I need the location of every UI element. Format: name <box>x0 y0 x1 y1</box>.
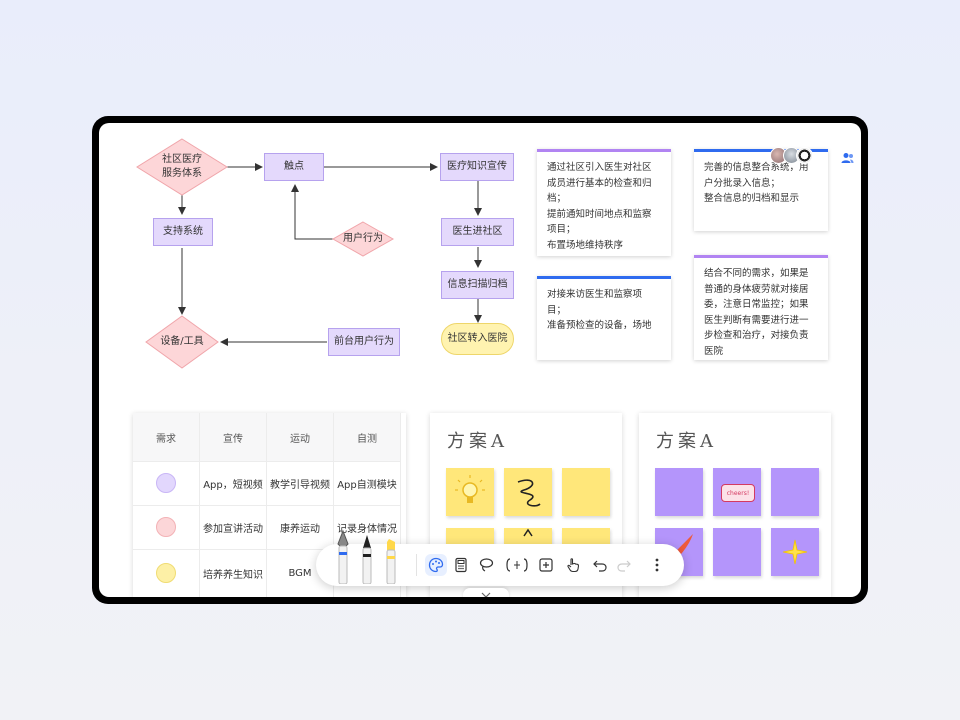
people-icon[interactable] <box>841 149 854 168</box>
toolbar-divider <box>416 554 417 576</box>
tablet-frame: 社区医疗 服务体系 触点 医疗知识宣传 支持系统 用户行为 医生进社区 信息扫描… <box>92 116 868 604</box>
sticky-note[interactable] <box>504 468 552 516</box>
equipment-label: 设备/工具 <box>160 336 204 347</box>
table-cell[interactable]: App自测模块 <box>334 461 401 505</box>
sticky-note[interactable] <box>771 468 819 516</box>
node-support[interactable]: 支持系统 <box>153 218 213 246</box>
flow-arrows <box>178 163 482 346</box>
undo-icon[interactable] <box>589 554 611 576</box>
doodle-icon <box>523 528 533 537</box>
table-cell[interactable]: 培养养生知识 <box>200 549 267 597</box>
diamond-community-service[interactable] <box>136 138 228 196</box>
community-service-label: 社区医疗 服务体系 <box>162 154 202 179</box>
fountain-pen-icon[interactable] <box>334 530 352 584</box>
diamond-equipment[interactable] <box>145 315 219 369</box>
calculator-icon[interactable] <box>450 554 472 576</box>
cheers-sticker: cheers! <box>721 484 755 502</box>
add-icon[interactable] <box>535 554 557 576</box>
table-header-cell: 需求 <box>133 413 200 461</box>
avatar[interactable] <box>796 147 813 164</box>
board-title: 方案A <box>447 431 508 452</box>
table-row[interactable]: 培养养生知识 BGM <box>133 549 401 597</box>
color-dot <box>156 563 176 583</box>
note-card[interactable]: 对接来访医生和监察项 目； 准备预检查的设备，场地 <box>537 276 671 360</box>
note-card[interactable]: 结合不同的需求，如果是 普通的身体疲劳就对接居 委，注意日常监控；如果 医生判断… <box>694 255 828 360</box>
sticky-note[interactable] <box>713 528 761 576</box>
node-transfer[interactable]: 社区转入医院 <box>441 323 514 355</box>
color-dot <box>156 473 176 493</box>
color-dot <box>156 517 176 537</box>
more-icon[interactable] <box>646 554 668 576</box>
table-row[interactable]: 参加宣讲活动 康养运动 记录身体情况 <box>133 505 401 550</box>
lightbulb-icon <box>455 475 485 503</box>
sticky-note[interactable] <box>446 468 494 516</box>
node-doctor-in[interactable]: 医生进社区 <box>441 218 514 246</box>
table-header-cell: 运动 <box>267 413 334 461</box>
touch-hand-icon[interactable] <box>562 554 584 576</box>
node-frontdesk[interactable]: 前台用户行为 <box>328 328 400 356</box>
collapse-handle[interactable] <box>463 588 509 597</box>
note-card[interactable]: 通过社区引入医生对社区 成员进行基本的检查和归 档； 提前通知时间地点和监察 项… <box>537 149 671 256</box>
table-cell[interactable]: 记录身体情况 <box>334 505 401 549</box>
table-row[interactable]: App，短视频 教学引导视频 App自测模块 <box>133 461 401 506</box>
user-behavior-label: 用户行为 <box>343 233 383 244</box>
marker-pen-icon[interactable] <box>358 534 376 584</box>
highlighter-pen-icon[interactable] <box>382 538 400 584</box>
chevron-down-icon <box>481 592 491 597</box>
sticky-note[interactable] <box>655 468 703 516</box>
note-card[interactable]: 完善的信息整合系统，用 户分批录入信息； 整合信息的归档和显示 <box>694 149 828 231</box>
table-header-cell: 自测 <box>334 413 401 461</box>
scribble-icon <box>517 479 541 507</box>
table-header: 需求 宣传 运动 自测 <box>133 413 401 462</box>
node-knowledge[interactable]: 医疗知识宣传 <box>440 153 514 181</box>
table-cell[interactable]: 康养运动 <box>267 505 334 549</box>
flowchart-connectors <box>136 138 482 369</box>
node-scan-archive[interactable]: 信息扫描归档 <box>441 271 514 299</box>
collaborator-avatars[interactable] <box>770 147 813 164</box>
sticky-note[interactable] <box>771 528 819 576</box>
drawing-toolbar <box>316 530 684 586</box>
sticky-note[interactable]: cheers! <box>713 468 761 516</box>
table-cell[interactable]: App，短视频 <box>200 461 267 505</box>
diamond-user-behavior[interactable] <box>331 221 395 257</box>
table-cell[interactable]: 参加宣讲活动 <box>200 505 267 549</box>
palette-icon[interactable] <box>425 554 447 576</box>
redo-icon[interactable] <box>613 554 635 576</box>
sticky-note[interactable] <box>562 468 610 516</box>
whiteboard-canvas[interactable]: 社区医疗 服务体系 触点 医疗知识宣传 支持系统 用户行为 医生进社区 信息扫描… <box>99 123 861 597</box>
board-title: 方案A <box>656 431 717 452</box>
shape-bracket-icon[interactable] <box>504 554 530 576</box>
table-cell[interactable]: 教学引导视频 <box>267 461 334 505</box>
table-header-cell: 宣传 <box>200 413 267 461</box>
node-touchpoint[interactable]: 触点 <box>264 153 324 181</box>
star-icon <box>782 539 808 565</box>
lasso-icon[interactable] <box>475 554 497 576</box>
